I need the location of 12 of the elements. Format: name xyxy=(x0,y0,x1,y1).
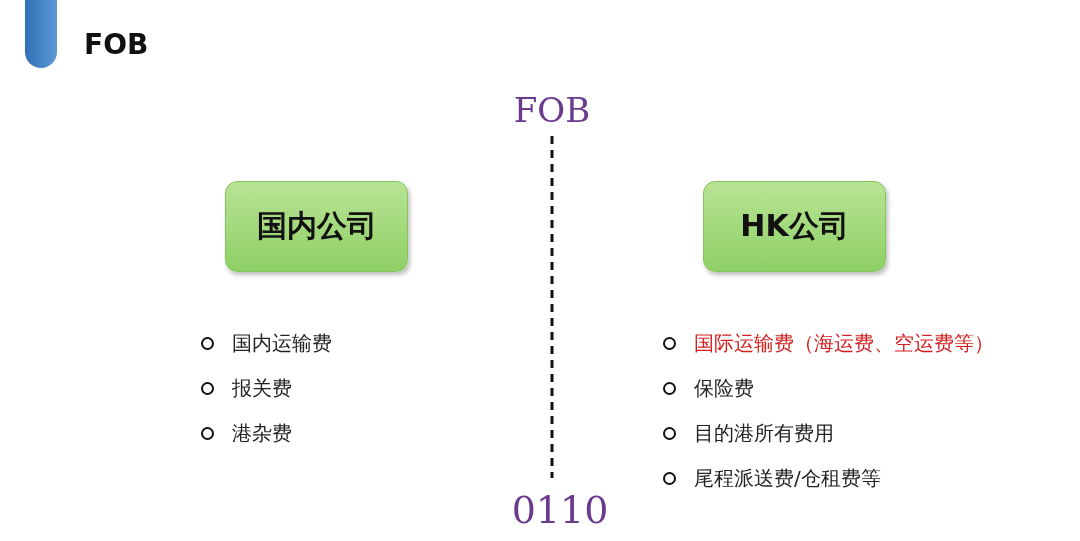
heading-label: 0110 xyxy=(511,488,609,532)
fee-item: 国际运输费（海运费、空运费等） xyxy=(694,331,994,355)
fee-item: 尾程派送费/仓租费等 xyxy=(694,466,881,490)
fee-item: 港杂费 xyxy=(232,421,292,445)
company-box: HK公司 xyxy=(703,181,886,272)
heading-label: FOB xyxy=(513,90,591,130)
fee-item: 保险费 xyxy=(694,376,754,400)
fee-item: 目的港所有费用 xyxy=(694,421,834,445)
fee-item: 国内运输费 xyxy=(232,331,332,355)
fee-item: 报关费 xyxy=(232,376,292,400)
slide-title: FOB xyxy=(84,28,149,61)
company-box: 国内公司 xyxy=(225,181,408,272)
